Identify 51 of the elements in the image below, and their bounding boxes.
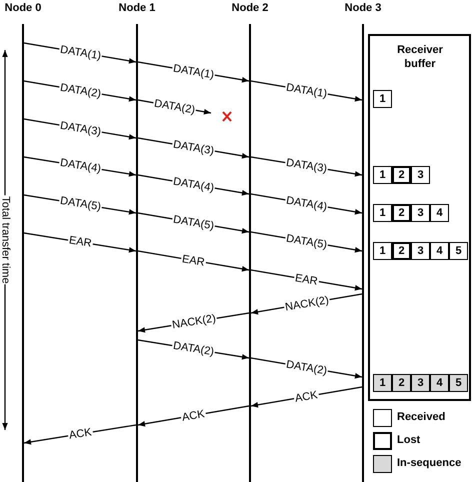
edge-label: ACK <box>293 388 320 404</box>
buffer-cell: 5 <box>449 242 468 260</box>
buffer-cell: 1 <box>373 204 392 222</box>
buffer-cell: 3 <box>411 204 430 222</box>
buffer-cell: 3 <box>411 374 430 392</box>
buffer-cell: 4 <box>430 374 449 392</box>
edge-label: DATA(2) <box>152 96 197 116</box>
buffer-cell: 1 <box>373 374 392 392</box>
edge-label: ACK <box>180 408 206 424</box>
edge-label: DATA(3) <box>284 156 329 176</box>
buffer-cell: 3 <box>411 242 430 260</box>
node-label: Node 0 <box>4 2 42 14</box>
edge-label: EAR <box>66 234 93 250</box>
buffer-cell: 1 <box>373 90 392 108</box>
node-label: Node 2 <box>230 2 270 14</box>
buffer-cell: 2 <box>392 242 411 260</box>
edge-label: DATA(1) <box>58 43 102 62</box>
edge-label: DATA(5) <box>284 232 329 251</box>
legend-label: Lost <box>397 434 420 446</box>
edge-label: DATA(1) <box>284 81 329 100</box>
legend-label: In-sequence <box>397 457 462 469</box>
edge-label: DATA(2) <box>171 340 216 358</box>
buffer-cell: 2 <box>392 166 411 184</box>
buffer-cell: 5 <box>449 374 468 392</box>
edge-label: DATA(5) <box>171 213 216 232</box>
edge-label: ACK <box>66 426 93 442</box>
buffer-cell: 4 <box>430 242 449 260</box>
legend-label: Received <box>397 411 446 423</box>
edge-label: DATA(1) <box>171 62 216 81</box>
edge-label: DATA(5) <box>58 194 102 214</box>
buffer-cell: 1 <box>373 166 392 184</box>
buffer-box <box>368 34 471 401</box>
edge-label: EAR <box>293 272 320 288</box>
edge-label: DATA(4) <box>58 156 102 176</box>
buffer-cell: 3 <box>411 166 430 184</box>
buffer-cell: 4 <box>430 204 449 222</box>
node-label: Node 3 <box>344 2 382 14</box>
axis-label: Total transfer time <box>0 195 12 285</box>
buffer-cell: 2 <box>392 374 411 392</box>
buffer-cell: 1 <box>373 242 392 260</box>
edge-label: NACK(2) <box>282 294 330 314</box>
buffer-title: Receiver buffer <box>396 43 444 71</box>
edge-label: DATA(4) <box>171 175 216 194</box>
buffer-cell: 2 <box>392 204 411 222</box>
edge-label: EAR <box>180 252 206 268</box>
edge-label: DATA(3) <box>171 138 216 157</box>
edge-label: DATA(3) <box>58 119 102 138</box>
edge-label: DATA(2) <box>58 81 102 100</box>
node-label: Node 1 <box>118 2 156 14</box>
edge-label: DATA(4) <box>284 194 329 213</box>
edge-label: DATA(2) <box>284 358 329 377</box>
